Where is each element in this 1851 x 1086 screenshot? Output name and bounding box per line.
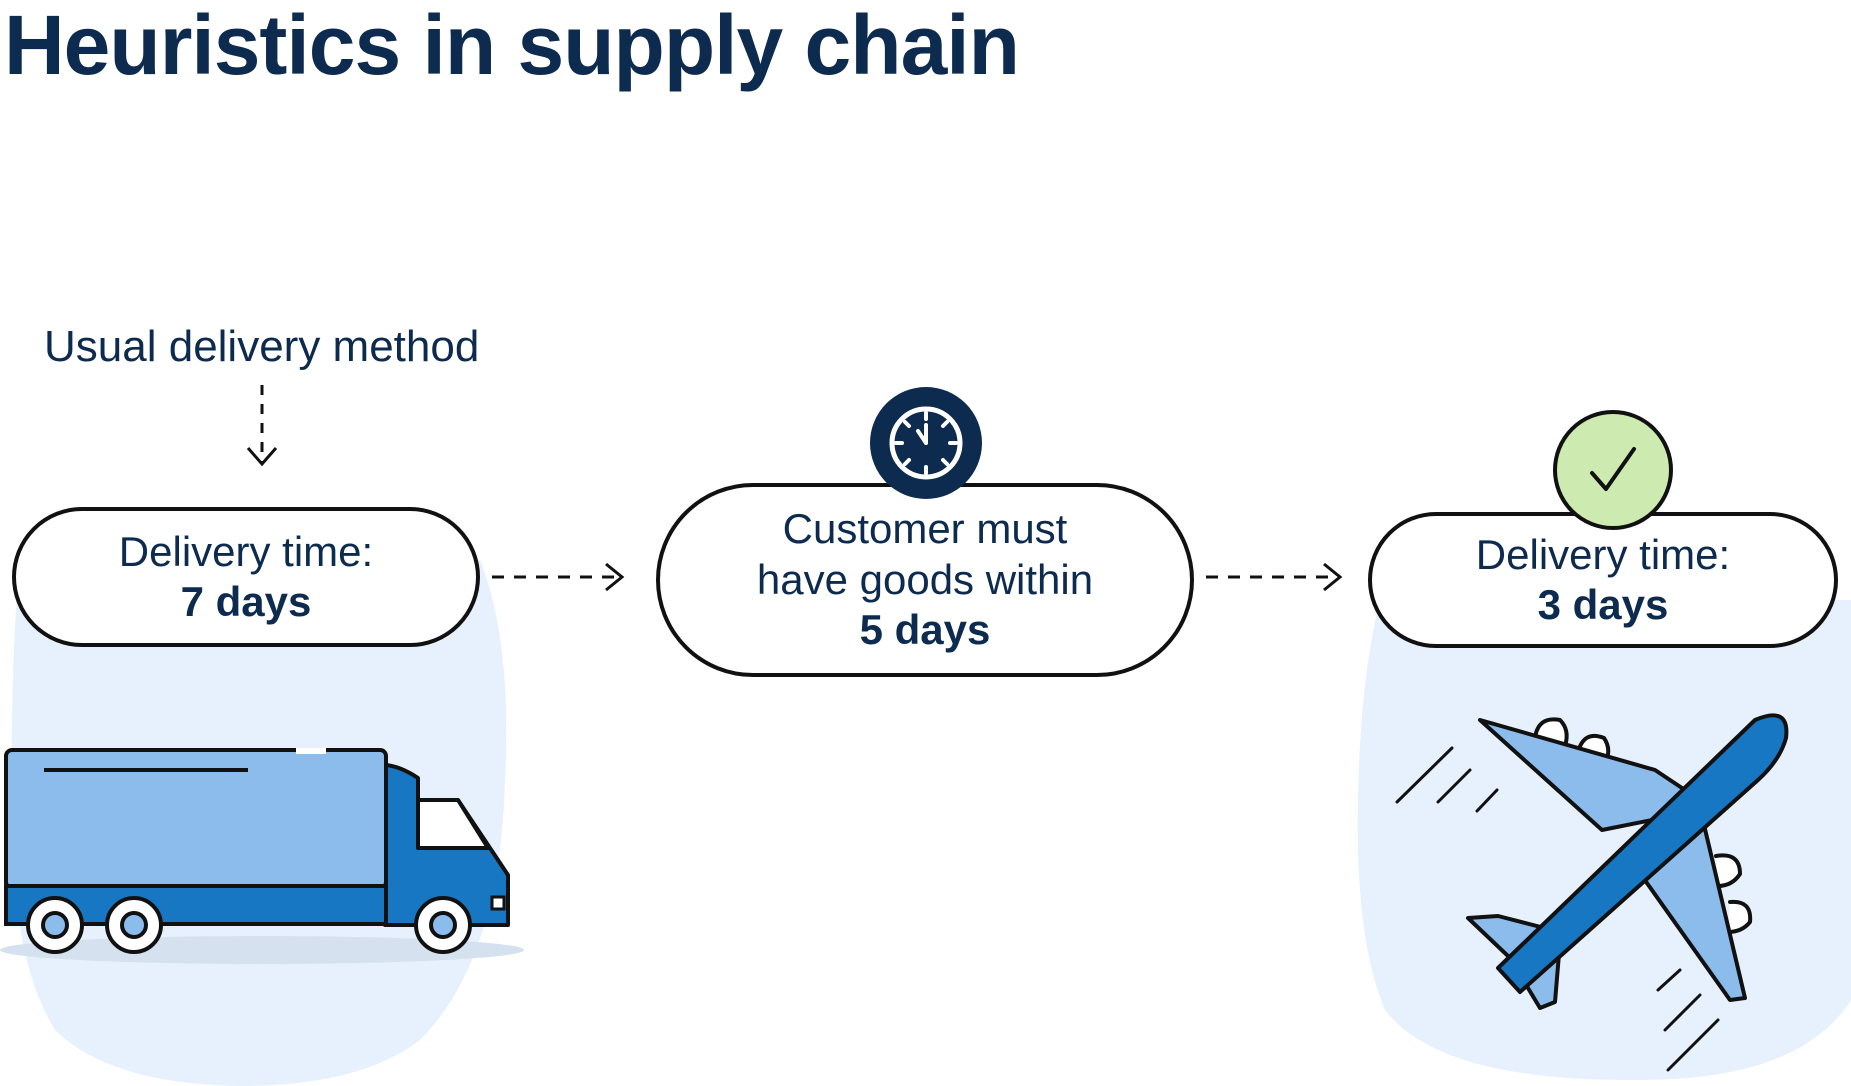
requirement-line-1: Customer must (782, 505, 1068, 553)
usual-delivery-label: Usual delivery method (44, 322, 480, 371)
truck-icon (0, 748, 524, 964)
requirement-line-2: have goods within (756, 555, 1094, 603)
delivery-time-label: Delivery time: (118, 527, 374, 575)
clock-icon (870, 387, 982, 499)
check-icon (1553, 410, 1673, 530)
airplane-icon (1395, 713, 1789, 1072)
plane-background-blob (1357, 600, 1851, 1081)
plane-delivery-time-box: Delivery time: 3 days (1368, 512, 1838, 648)
delivery-time-value: 3 days (1537, 581, 1669, 628)
page-title: Heuristics in supply chain (4, 0, 1020, 92)
truck-delivery-time-box: Delivery time: 7 days (12, 507, 480, 647)
right-arrow-icon (1206, 562, 1343, 592)
delivery-time-value: 7 days (180, 578, 312, 625)
delivery-time-label: Delivery time: (1475, 530, 1731, 578)
right-arrow-icon (492, 562, 625, 592)
customer-requirement-box: Customer must have goods within 5 days (656, 483, 1194, 677)
requirement-value: 5 days (859, 606, 991, 654)
down-arrow-icon (246, 385, 278, 467)
